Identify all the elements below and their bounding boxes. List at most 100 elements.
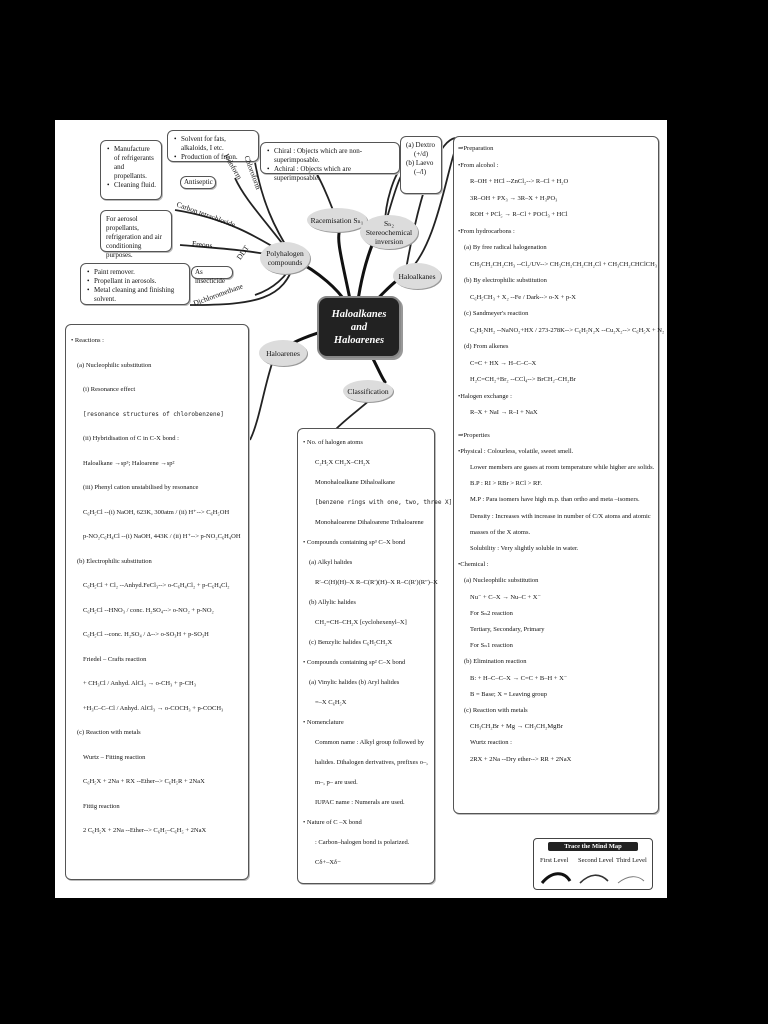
preparation-line: C₆H₅NH₂ --NaNO₂+HX / 273-278K--> C₆H₅N₂X… <box>470 326 665 334</box>
preparation-line: •From hydrocarbons : <box>458 227 515 235</box>
classification-line: Monohaloarene Dihaloarene Trihaloarene <box>315 519 424 526</box>
preparation-line: R–X + NaI → R–I + NaX <box>470 409 538 416</box>
reactions-line: + CH₃Cl / Anhyd. AlCl₃ → o-CH₃ + p-CH₃ <box>83 680 197 687</box>
center-line-3: Haloarenes <box>333 334 385 346</box>
preparation-line: H₂C=CH₂+Br₂ --CCl₄--> BrCH₂–CH₂Br <box>470 376 576 383</box>
haloalkanes-label: Haloalkanes <box>398 271 436 281</box>
sn2-label: Sₙ₂ Stereochemical inversion <box>365 218 413 246</box>
properties-line: For Sₙ1 reaction <box>470 642 513 650</box>
classification-line: m–, p– are used. <box>315 779 358 786</box>
antiseptic-box: Antiseptic <box>180 176 216 189</box>
properties-line: •Physical : Colourless, volatile, sweet … <box>458 447 574 455</box>
classification-line: : Carbon–halogen bond is polarized. <box>315 839 410 846</box>
refrigerants-line-1: Manufacture of refrigerants and propella… <box>107 145 156 181</box>
legend-box: Trace the Mind Map First Level Second Le… <box>533 838 653 890</box>
polyhalogen-label: Polyhalogen compounds <box>266 249 304 267</box>
reactions-line: (ii) Hybridisation of C in C-X bond : <box>83 435 179 442</box>
antiseptic-label: Antiseptic <box>184 178 213 186</box>
insecticide-label: As insecticide <box>195 268 225 285</box>
reactions-line: C₆H₅Cl --HNO₃ / conc. H₂SO₄--> o-NO₂ + p… <box>83 606 214 614</box>
preparation-list: ⇒Preparation •From alcohol : R–OH + HCl --… <box>458 141 665 422</box>
legend-first-level: First Level <box>540 857 569 864</box>
solvent-line-1: Solvent for fats, alkaloids, I etc. <box>174 135 253 153</box>
solvent-line-2: Production of freon. <box>174 153 253 162</box>
dextro-line-3: (b) Laevo <box>406 159 434 167</box>
classification-line: • No. of halogen atoms <box>303 439 363 446</box>
reactions-line: +H₃C–C–Cl / Anhyd. AlCl₃ → o-COCH₃ + p-C… <box>83 704 224 712</box>
properties-line: B: + H–C–C–X → C=C + B–H + X⁻ <box>470 674 568 682</box>
haloarenes-node: Haloarenes <box>259 340 307 366</box>
racemisation-label: Racemisation Sₙ₁ <box>310 215 364 225</box>
properties-line: (b) Elimination reaction <box>464 658 527 666</box>
preparation-line: C=C + HX → H–C–C–X <box>470 359 537 367</box>
properties-line: For Sₙ2 reaction <box>470 609 513 617</box>
solvent-box: Solvent for fats, alkaloids, I etc. Prod… <box>167 130 259 162</box>
reactions-list: • Reactions : (a) Nucleophilic substituti… <box>71 329 243 844</box>
preparation-line: ROH + PCl₅ → R–Cl + POCl₃ + HCl <box>470 211 568 218</box>
preparation-line: R–OH + HCl --ZnCl₂--> R–Cl + H₂O <box>470 178 569 185</box>
properties-line: Density : Increases with increase in num… <box>470 512 651 520</box>
reactions-line: C₆H₅Cl --conc. H₂SO₄ / Δ--> o-SO₃H + p-S… <box>83 631 209 638</box>
reactions-line: C₆H₅Cl + Cl₂ --Anhyd.FeCl₃--> o-C₆H₄Cl₂ … <box>83 582 230 589</box>
classification-line: Common name : Alkyl group followed by <box>315 739 425 746</box>
properties-line: CH₃CH₂Br + Mg → CH₃CH₂MgBr <box>470 723 563 731</box>
dextro-line-4: (–/l) <box>414 168 427 176</box>
preparation-line: ⇒Preparation <box>458 145 494 152</box>
classification-line: R′–C(H)(H)–X R–C(R′)(H)–X R–C(R′)(R″)–X <box>315 579 438 586</box>
polyhalogen-node: Polyhalogen compounds <box>260 242 310 274</box>
preparation-line: •From alcohol : <box>458 161 499 169</box>
haloarenes-label: Haloarenes <box>266 348 300 358</box>
reactions-line: (iii) Phenyl cation unstabilised by reso… <box>83 484 199 491</box>
center-line-1: Haloalkanes <box>331 308 387 320</box>
properties-line: Wurtz reaction : <box>470 739 512 747</box>
classification-line: • Nomenclature <box>303 719 344 726</box>
reactions-line: (c) Reaction with metals <box>77 729 141 736</box>
preparation-properties-box: ⇒Preparation •From alcohol : R–OH + HCl --… <box>453 136 665 814</box>
classification-line: C₂H₅X CH₂X–CH₂X <box>315 459 371 466</box>
racemisation-node: Racemisation Sₙ₁ <box>307 208 367 232</box>
legend-title: Trace the Mind Map <box>548 842 638 851</box>
preparation-line: CH₃CH₂CH₂CH₃ --Cl₂/UV--> CH₃CH₂CH₂CH₂Cl … <box>470 260 658 268</box>
properties-line: (c) Reaction with metals <box>464 706 528 714</box>
classification-line: Monohaloalkane Dihaloalkane <box>315 479 395 486</box>
sn2-node: Sₙ₂ Stereochemical inversion <box>360 215 418 249</box>
reactions-line: Friedel – Crafts reaction <box>83 655 147 663</box>
reactions-line: Haloalkane →sp³; Haloarene →sp² <box>83 459 175 467</box>
reactions-line: • Reactions : <box>71 337 104 344</box>
classification-line: • Nature of C –X bond <box>303 819 362 826</box>
reactions-line: (a) Nucleophilic substitution <box>77 361 152 369</box>
preparation-line: (a) By free radical halogenation <box>464 244 547 251</box>
preparation-line: C₆H₅CH₃ + X₂ --Fe / Dark--> o-X + p-X <box>470 293 576 301</box>
properties-line: Solubility : Very slightly soluble in wa… <box>470 544 579 552</box>
properties-line: 2RX + 2Na --Dry ether--> RR + 2NaX <box>470 755 572 763</box>
refrigerants-box: Manufacture of refrigerants and propella… <box>100 140 162 200</box>
classification-line: Cδ+–Xδ− <box>315 859 341 866</box>
mind-map-page: Manufacture of refrigerants and propella… <box>55 120 667 898</box>
reactions-line: (b) Electrophilic substitution <box>77 557 152 565</box>
classification-line: [benzene rings with one, two, three X] <box>315 499 453 506</box>
properties-line: Lower members are gases at room temperat… <box>470 463 655 471</box>
preparation-line: 3R–OH + PX₃ → 3R–X + H₃PO₃ <box>470 194 558 202</box>
insecticide-box: As insecticide <box>191 266 233 285</box>
reactions-line: 2 C₆H₅X + 2Na --Ether--> C₆H₅–C₆H₅ + 2Na… <box>83 827 207 834</box>
legend-second-level: Second Level <box>578 857 614 864</box>
preparation-line: •Halogen exchange : <box>458 392 512 400</box>
properties-line: Nu⁻ + C–X → Nu–C + X⁻ <box>470 593 541 601</box>
properties-line: B.P : RI > RBr > RCl > RF. <box>470 480 543 488</box>
dextro-line-1: (a) Dextro <box>406 141 435 149</box>
properties-line: •Chemical : <box>458 561 489 569</box>
properties-line: ⇒Properties <box>458 431 490 439</box>
reactions-line: Fittig reaction <box>83 802 120 810</box>
reactions-line: p-NO₂C₆H₄Cl --(i) NaOH, 443K / (ii) H⁺--… <box>83 533 241 540</box>
refrigerants-line-2: Cleaning fluid. <box>107 181 156 190</box>
legend-swatches <box>540 872 645 885</box>
classification-label: Classification <box>347 386 389 396</box>
legend-third-level: Third Level <box>616 857 647 864</box>
properties-list: ⇒Properties •Physical : Colourless, volat… <box>458 428 654 768</box>
center-line-2: and <box>350 321 368 333</box>
properties-line: masses of the X atoms. <box>470 528 531 536</box>
dextro-line-2: (+/d) <box>414 150 429 158</box>
classification-line: • Compounds containing sp³ C–X bond <box>303 539 406 546</box>
